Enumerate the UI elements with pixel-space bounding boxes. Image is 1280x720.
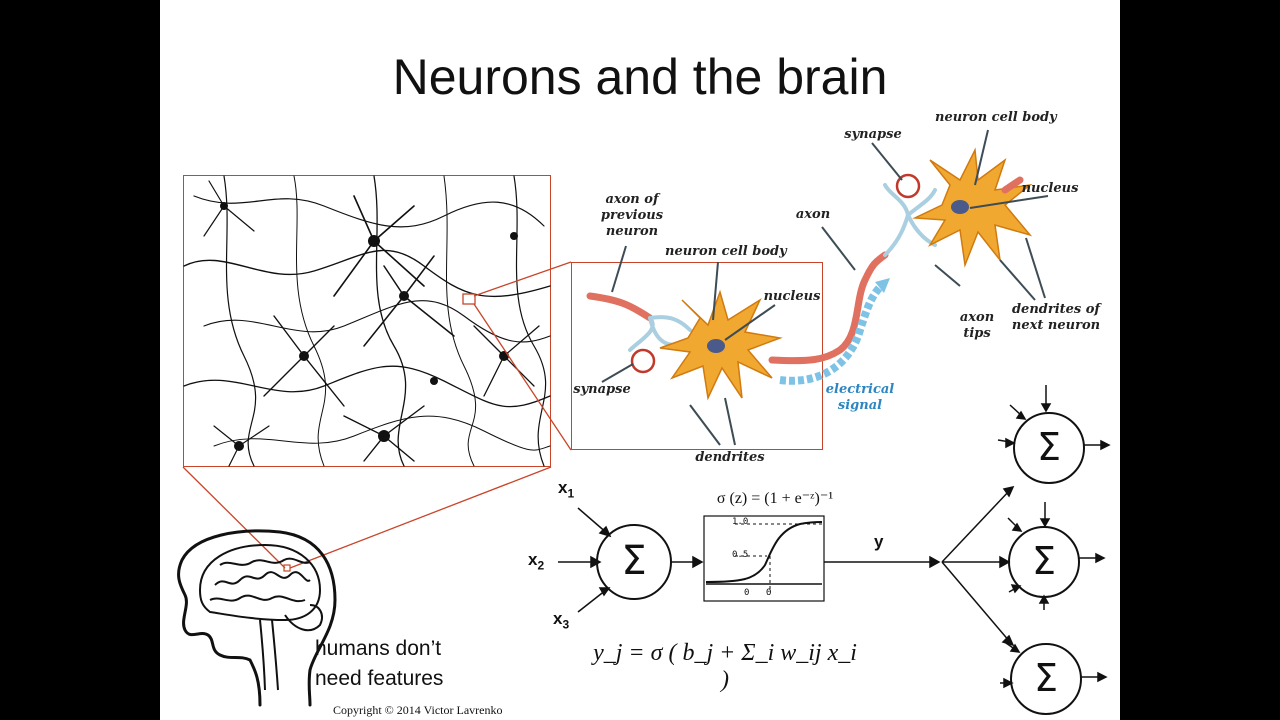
label-neuron-cell-body-left: neuron cell body — [665, 244, 787, 259]
slide-title: Neurons and the brain — [392, 49, 888, 105]
right-neuron — [883, 147, 1033, 268]
label-axon-tips: axon tips — [959, 310, 995, 341]
slide: Neurons and the brain — [160, 0, 1120, 720]
output-y: y — [874, 532, 884, 551]
sum-output-2: Σ — [1031, 539, 1056, 583]
sigmoid-tick-1: 1.0 — [732, 517, 749, 527]
caption: humans don’t need features — [315, 634, 443, 694]
sum-output-1: Σ — [1036, 425, 1061, 469]
input-x2: x2 — [528, 550, 545, 573]
left-neuron — [630, 289, 783, 401]
caption-line-1: humans don’t — [315, 637, 442, 660]
neuron-diagram — [177, 129, 1111, 715]
sigmoid-tick-0: 0 — [744, 588, 750, 598]
axon-path — [768, 251, 889, 365]
input-x1: x1 — [558, 478, 575, 501]
label-synapse-left: synapse — [573, 382, 631, 397]
head-outline — [177, 529, 337, 707]
perceptron-model — [558, 385, 1111, 715]
caption-line-2: need features — [315, 667, 444, 690]
sum-output-3: Σ — [1033, 656, 1058, 700]
label-nucleus-right: nucleus — [1021, 181, 1079, 196]
signal-arrow — [779, 282, 885, 385]
label-synapse-right: synapse — [844, 127, 902, 142]
output-formula: y_j = σ ( b_j + Σ_i w_ij x_i ) — [593, 640, 857, 693]
label-dendrites: dendrites — [695, 450, 765, 465]
input-x3: x3 — [553, 609, 570, 632]
brain-drawing — [198, 543, 323, 691]
label-nucleus-left: nucleus — [763, 289, 821, 304]
label-axon-of-previous-neuron: axon of previous neuron — [600, 192, 664, 239]
summation-symbol: Σ — [621, 538, 647, 584]
label-electrical-signal: electrical signal — [825, 382, 895, 413]
neural-tissue-image — [183, 175, 551, 467]
label-dendrites-of-next-neuron: dendrites of next neuron — [1011, 302, 1101, 333]
sigmoid-formula: σ (z) = (1 + e⁻ᶻ)⁻¹ — [716, 490, 834, 507]
label-axon: axon — [795, 207, 831, 222]
copyright: Copyright © 2014 Victor Lavrenko — [333, 703, 503, 717]
neural-tissue-drawing — [183, 175, 551, 467]
label-neuron-cell-body-right: neuron cell body — [935, 110, 1057, 125]
sigmoid-tick-05: 0.5 — [732, 550, 749, 560]
sigmoid-tick-theta: Θ — [766, 588, 772, 598]
